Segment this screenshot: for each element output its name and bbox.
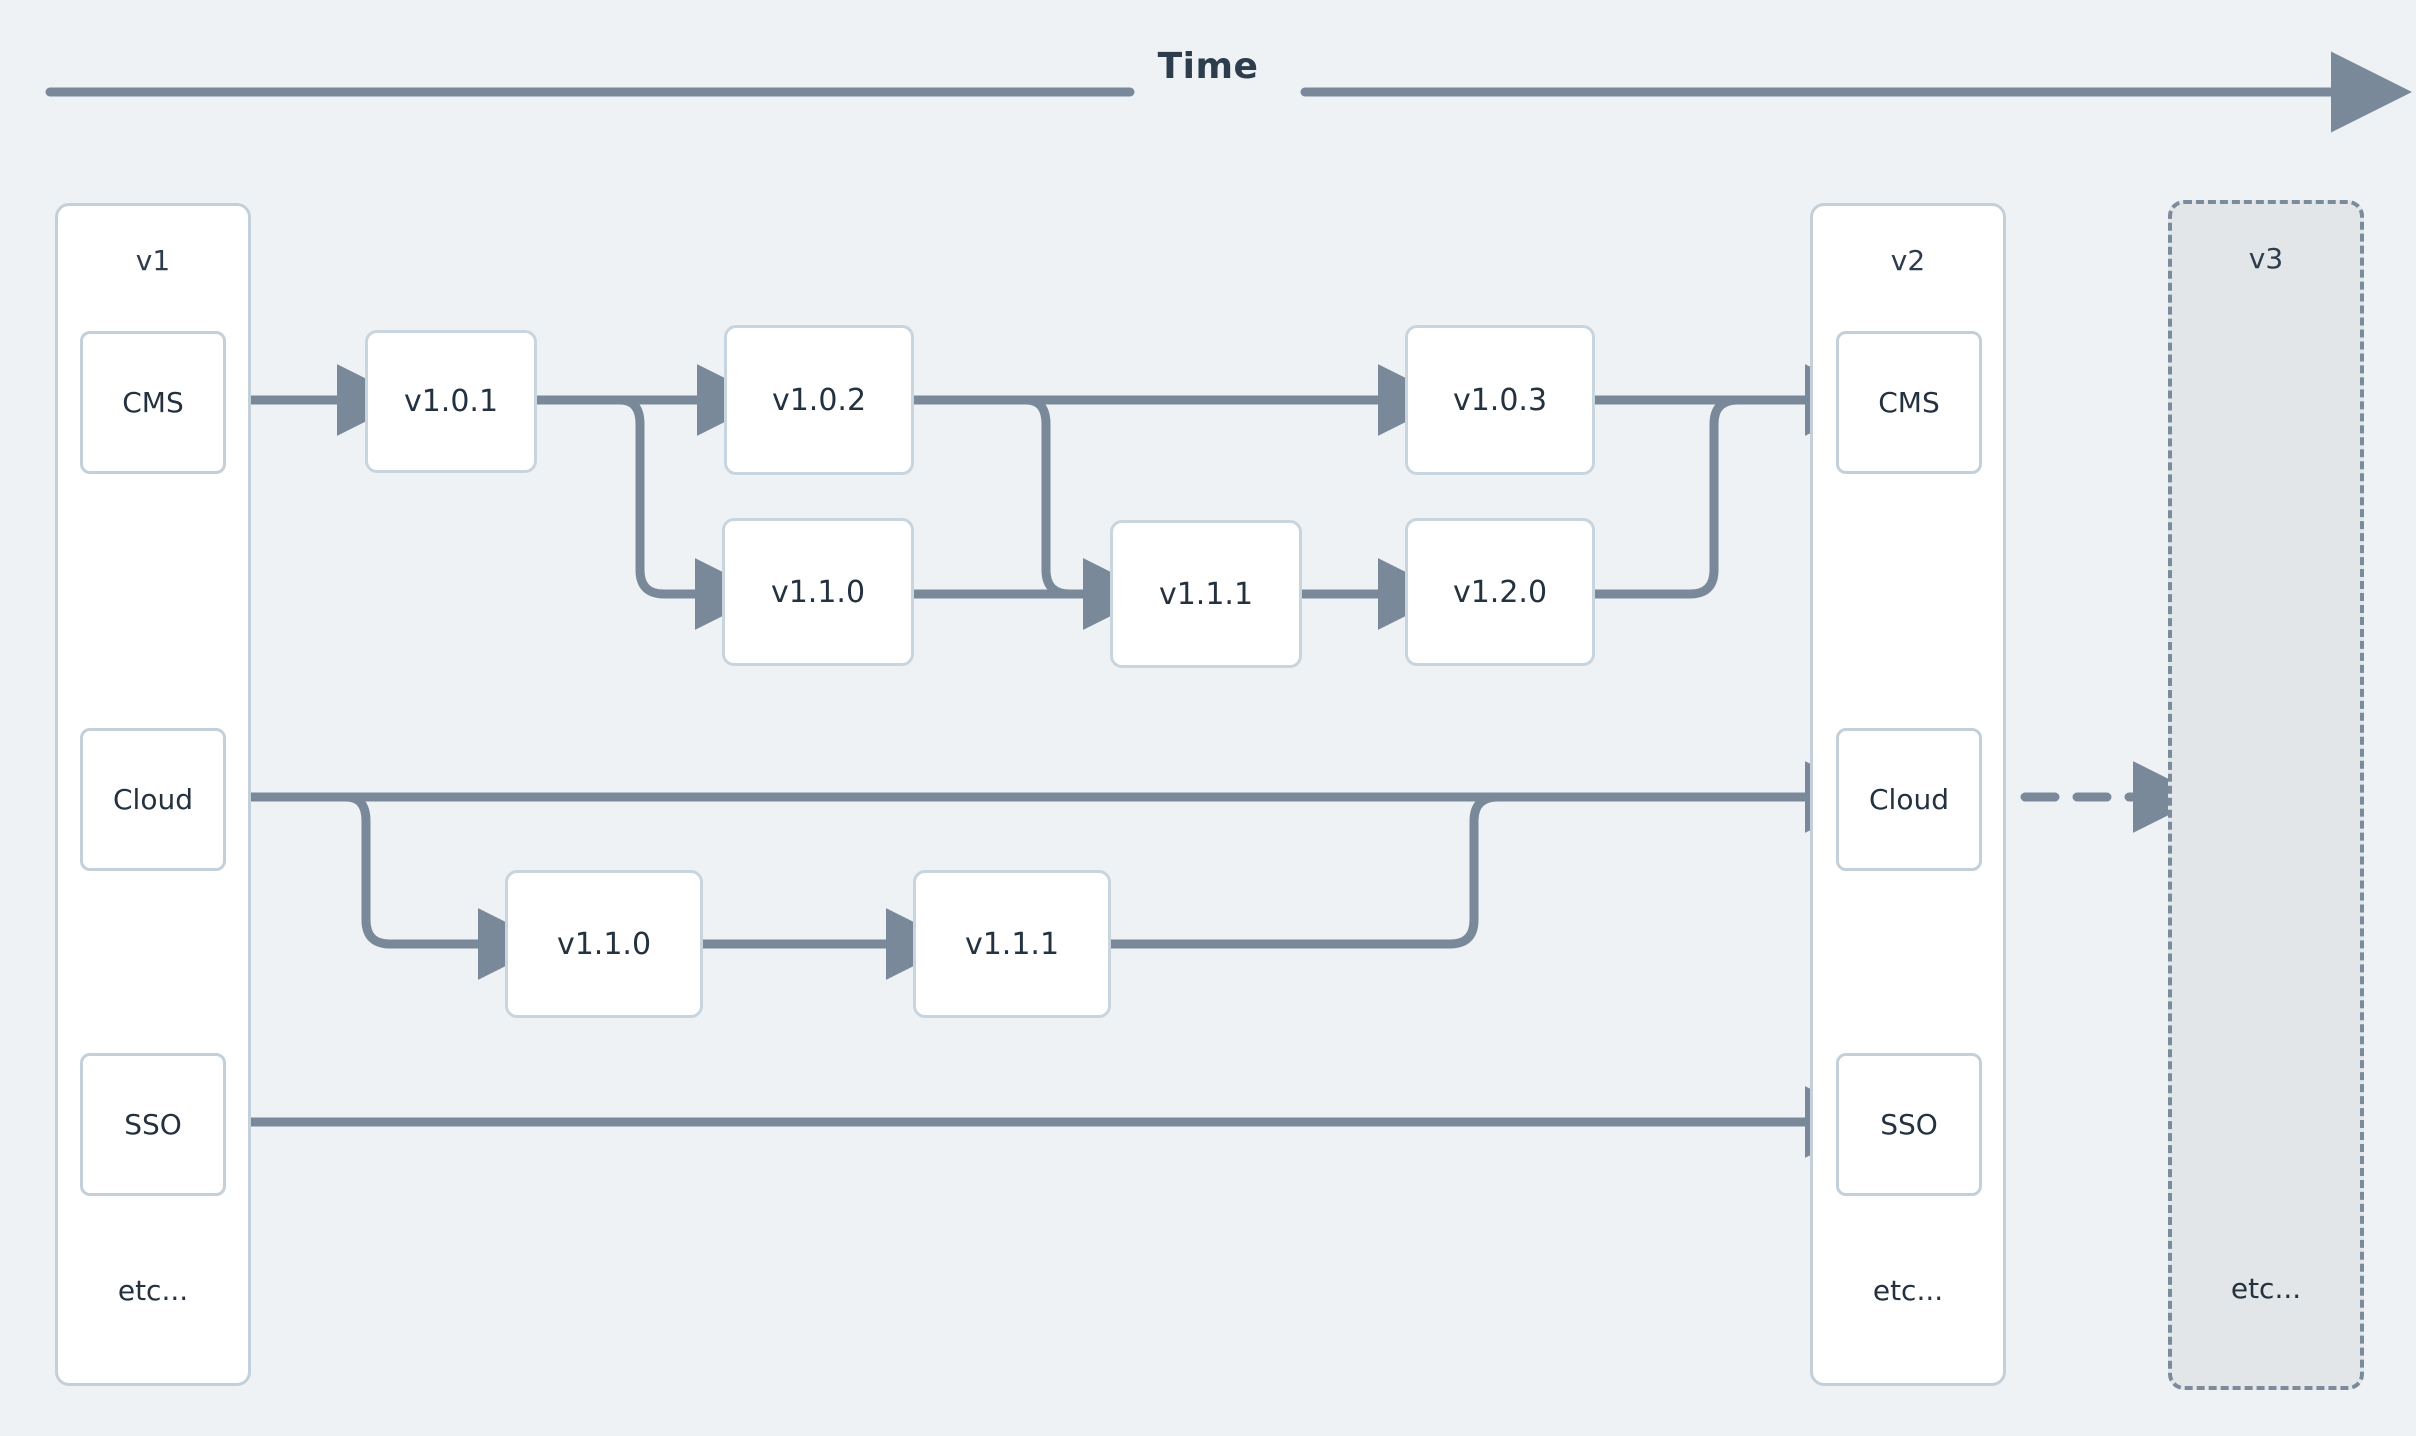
release-column-v1[interactable]: v1 CMS Cloud SSO etc... — [55, 203, 251, 1386]
version-node-v1-2-0-label: v1.2.0 — [1452, 574, 1548, 610]
release-column-v2[interactable]: v2 CMS Cloud SSO etc... — [1810, 203, 2006, 1386]
version-node-v1-1-1-cloud[interactable]: v1.1.1 — [913, 870, 1111, 1018]
release-column-v3-title: v3 — [2248, 242, 2284, 275]
version-node-v1-1-1-cms[interactable]: v1.1.1 — [1110, 520, 1302, 668]
version-node-v1-1-1-cloud-label: v1.1.1 — [964, 926, 1060, 962]
release-column-v2-title: v2 — [1890, 244, 1926, 277]
product-box-v2-cloud-label: Cloud — [1869, 783, 1949, 816]
product-box-v2-cloud[interactable]: Cloud — [1836, 728, 1982, 871]
product-box-v2-cms-label: CMS — [1878, 386, 1940, 419]
version-node-v1-0-1-label: v1.0.1 — [403, 384, 499, 419]
release-column-v3-etc: etc... — [2230, 1272, 2302, 1305]
edge-v101-branch-v110 — [599, 395, 767, 630]
product-box-v1-cloud[interactable]: Cloud — [80, 728, 226, 871]
release-column-v2-etc: etc... — [1872, 1274, 1944, 1307]
edge-c111-merge-cloud — [1106, 792, 1525, 949]
release-column-v1-etc: etc... — [117, 1274, 189, 1307]
version-node-v1-0-3[interactable]: v1.0.3 — [1405, 325, 1595, 475]
version-node-v1-1-0-cloud[interactable]: v1.1.0 — [505, 870, 703, 1018]
release-column-v3[interactable]: v3 etc... — [2168, 200, 2364, 1390]
product-box-v1-cms[interactable]: CMS — [80, 331, 226, 474]
version-node-v1-0-2-label: v1.0.2 — [771, 382, 867, 418]
edge-cloud-branch-c110 — [325, 792, 550, 980]
product-box-v1-sso-label: SSO — [124, 1108, 182, 1141]
version-node-v1-0-2[interactable]: v1.0.2 — [724, 325, 914, 475]
product-box-v1-sso[interactable]: SSO — [80, 1053, 226, 1196]
edge-v120-merge-v2cms — [1590, 395, 1765, 599]
product-box-v1-cms-label: CMS — [122, 386, 184, 419]
version-node-v1-1-0-cms-label: v1.1.0 — [770, 574, 866, 610]
version-node-v1-2-0[interactable]: v1.2.0 — [1405, 518, 1595, 666]
edge-v102-branch-v111 — [1005, 395, 1155, 630]
version-node-v1-0-1[interactable]: v1.0.1 — [365, 330, 537, 473]
time-axis-label: Time — [1157, 46, 1259, 87]
product-box-v2-cms[interactable]: CMS — [1836, 331, 1982, 474]
version-node-v1-1-0-cloud-label: v1.1.0 — [556, 926, 652, 962]
version-node-v1-0-3-label: v1.0.3 — [1452, 382, 1548, 418]
version-node-v1-1-1-cms-label: v1.1.1 — [1158, 576, 1254, 612]
product-box-v2-sso-label: SSO — [1880, 1108, 1938, 1141]
release-column-v1-title: v1 — [135, 244, 171, 277]
version-node-v1-1-0-cms[interactable]: v1.1.0 — [722, 518, 914, 666]
product-box-v1-cloud-label: Cloud — [113, 783, 193, 816]
product-box-v2-sso[interactable]: SSO — [1836, 1053, 1982, 1196]
